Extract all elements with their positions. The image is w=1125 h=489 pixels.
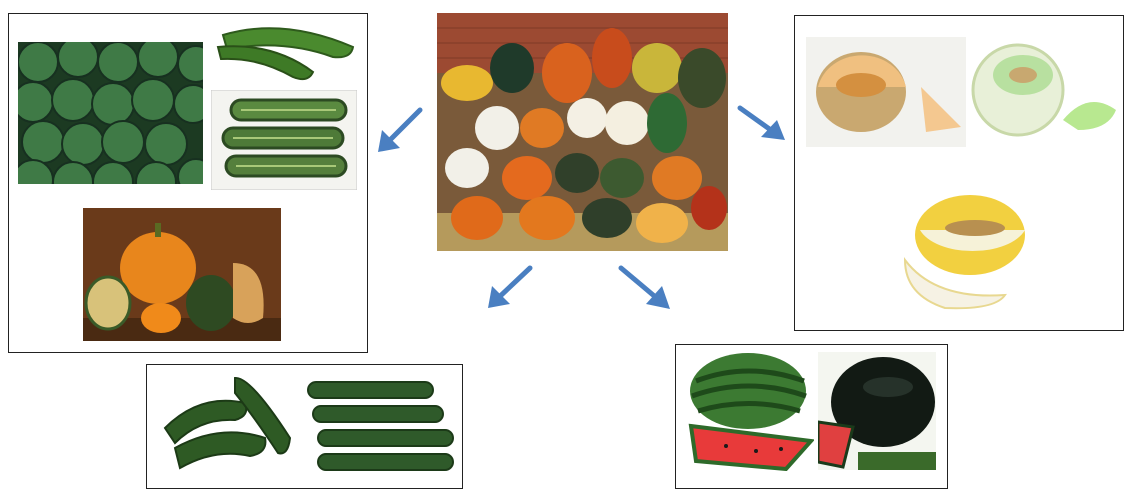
center-gourd-photo [437, 13, 728, 251]
honeydew-photo [968, 30, 1120, 145]
arrow-to-cucumber-group [482, 262, 537, 312]
cantaloupe-photo [806, 37, 966, 147]
zucchini-photo [213, 17, 358, 85]
arrow-to-squash-group [370, 100, 430, 160]
arrow-to-melon-group [735, 100, 790, 145]
pumpkins-and-gourds-photo [83, 208, 281, 341]
black-watermelon-photo [818, 352, 936, 470]
striped-watermelon-photo [686, 351, 814, 471]
yellow-melon-photo [885, 180, 1045, 320]
round-green-squash-photo [18, 42, 203, 184]
cucumbers-pile-photo [150, 368, 298, 473]
arrow-to-watermelon-group [615, 262, 675, 314]
cucumbers-row-photo [303, 378, 458, 475]
striped-zucchini-photo [211, 90, 357, 190]
